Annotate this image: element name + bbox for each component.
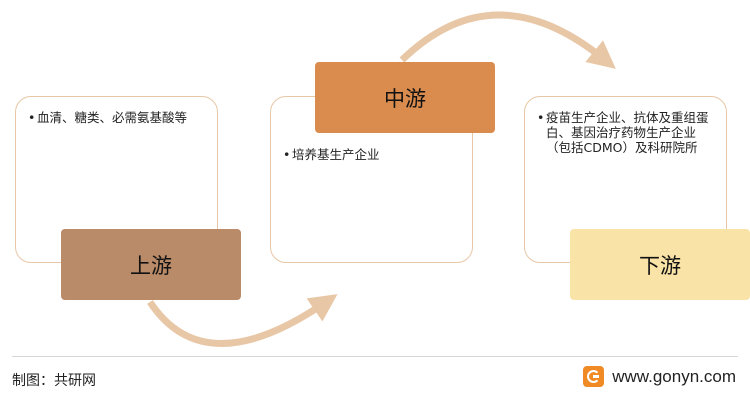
bullet-icon: •: [28, 110, 36, 125]
upstream-item-text: 血清、糖类、必需氨基酸等: [37, 110, 188, 125]
bullet-icon: •: [537, 110, 545, 125]
upstream-stage-label: 上游: [61, 229, 241, 300]
bullet-icon: •: [283, 147, 291, 162]
footer-brand: www.gonyn.com: [583, 366, 736, 387]
source-label: 制图：共研网: [12, 373, 96, 389]
footer-divider: [12, 356, 738, 357]
downstream-item: • 疫苗生产企业、抗体及重组蛋白、基因治疗药物生产企业（包括CDMO）及科研院所: [537, 110, 718, 155]
midstream-card: • 培养基生产企业: [270, 96, 473, 263]
arrow-midstream-to-downstream: [399, 11, 616, 69]
downstream-stage-label: 下游: [570, 229, 750, 300]
website-link[interactable]: www.gonyn.com: [612, 366, 736, 386]
upstream-item: • 血清、糖类、必需氨基酸等: [28, 110, 215, 125]
midstream-item: • 培养基生产企业: [283, 147, 470, 162]
downstream-item-text: 疫苗生产企业、抗体及重组蛋白、基因治疗药物生产企业（包括CDMO）及科研院所: [546, 110, 709, 155]
midstream-item-text: 培养基生产企业: [292, 147, 380, 162]
midstream-stage-label: 中游: [315, 62, 495, 133]
gonyn-logo-icon: [583, 366, 605, 387]
arrow-upstream-to-midstream: [147, 294, 338, 347]
